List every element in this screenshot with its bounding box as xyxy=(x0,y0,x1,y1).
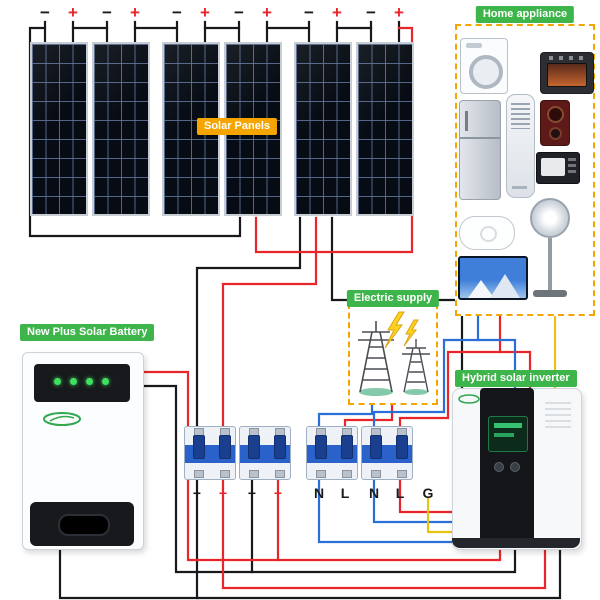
breaker-toggle xyxy=(315,435,327,459)
pv-terminal-positive: + xyxy=(262,3,272,22)
inverter-bottom-trim xyxy=(452,538,580,548)
pole-label-neutral: N xyxy=(313,485,325,501)
speaker-icon xyxy=(540,100,570,146)
wire-grid-neutral xyxy=(317,402,374,428)
wire-battery-positive xyxy=(140,370,502,562)
toaster-oven-icon xyxy=(540,52,594,94)
battery-led xyxy=(70,378,77,385)
microwave-oven-icon xyxy=(536,152,580,184)
fan-base xyxy=(533,290,567,297)
pole-label-positive: + xyxy=(218,485,228,501)
battery-label: New Plus Solar Battery xyxy=(20,324,155,341)
circuit-breaker-battery xyxy=(239,426,291,480)
wire-battery-negative xyxy=(140,384,517,574)
circuit-breaker-pv xyxy=(184,426,236,480)
battery-led xyxy=(102,378,109,385)
inverter-button xyxy=(494,462,504,472)
home-appliance-label: Home appliance xyxy=(475,6,575,23)
battery-indicator-panel xyxy=(34,364,130,402)
breaker-terminal xyxy=(342,470,352,478)
solar-panels-label: Solar Panels xyxy=(196,118,278,135)
breaker-terminal xyxy=(371,470,381,478)
wire-pv-positive-to-breaker xyxy=(221,216,318,428)
wire-breaker4-line-out xyxy=(398,478,455,514)
electric-supply-label: Electric supply xyxy=(346,290,440,307)
circuit-breaker-load xyxy=(361,426,413,480)
breaker-toggle xyxy=(396,435,408,459)
inverter-lcd-screen xyxy=(488,416,528,452)
pv-terminal-negative: − xyxy=(102,3,112,22)
pole-label-neutral: N xyxy=(368,485,380,501)
pv-terminal-positive: + xyxy=(200,3,210,22)
breaker-toggle xyxy=(274,435,286,459)
water-heater-icon xyxy=(459,216,515,250)
wire-breaker3-out xyxy=(317,478,455,544)
wire-pv-negative-to-breaker xyxy=(195,216,302,428)
wire-battery-base xyxy=(58,544,200,600)
breaker-toggle xyxy=(248,435,260,459)
wire-ground xyxy=(426,496,455,534)
pv-terminal-negative: − xyxy=(40,3,50,22)
battery-led xyxy=(86,378,93,385)
inverter-label: Hybrid solar inverter xyxy=(455,370,577,387)
pole-label-line: L xyxy=(395,485,405,501)
pv-terminal-positive: + xyxy=(130,3,140,22)
wire-breaker1-negative-out xyxy=(195,478,562,600)
solar-panel xyxy=(356,42,414,216)
battery-handle xyxy=(58,514,110,536)
fan-pole xyxy=(548,238,552,290)
lightning-bolt-icon xyxy=(403,319,419,347)
inverter-vents xyxy=(545,402,571,428)
battery-led xyxy=(54,378,61,385)
breaker-toggle xyxy=(341,435,353,459)
fan-head xyxy=(530,198,570,238)
pole-label-positive: + xyxy=(273,485,283,501)
wire-load-line xyxy=(398,350,532,428)
pv-terminal-positive: + xyxy=(332,3,342,22)
breaker-terminal xyxy=(397,470,407,478)
wire-pv-negative xyxy=(28,26,242,238)
refrigerator-icon xyxy=(459,100,501,200)
wire-breaker4-neutral-out xyxy=(372,478,455,524)
pole-label-line: L xyxy=(340,485,350,501)
breaker-terminal xyxy=(220,470,230,478)
battery-led-indicators xyxy=(54,378,109,385)
inverter-front-panel xyxy=(480,388,534,548)
pv-terminal-positive: + xyxy=(394,3,404,22)
pv-terminal-negative: − xyxy=(172,3,182,22)
solar-panel xyxy=(30,42,88,216)
wire-load-neutral xyxy=(372,338,517,428)
breaker-toggle xyxy=(219,435,231,459)
floor-air-conditioner-icon xyxy=(506,94,535,198)
wire-pv-positive xyxy=(254,26,414,254)
breaker-terminal xyxy=(316,470,326,478)
breaker-terminal xyxy=(249,470,259,478)
inverter-brand-logo xyxy=(458,394,480,404)
panel-lead-wires xyxy=(43,20,401,46)
lightning-bolt-icon xyxy=(384,311,405,349)
pedestal-fan-icon xyxy=(526,198,574,306)
television-icon xyxy=(458,256,528,300)
pole-label-negative: − xyxy=(247,485,257,501)
pv-terminal-negative: − xyxy=(234,3,244,22)
pole-label-negative: − xyxy=(192,485,202,501)
circuit-breaker-grid xyxy=(306,426,358,480)
pv-terminal-negative: − xyxy=(366,3,376,22)
pv-terminal-negative: − xyxy=(304,3,314,22)
breaker-terminal xyxy=(275,470,285,478)
solar-panel xyxy=(294,42,352,216)
washing-machine-icon xyxy=(460,38,508,94)
battery-brand-logo xyxy=(43,412,81,426)
transmission-towers-icon xyxy=(358,311,430,396)
wire-breaker1-positive-out xyxy=(221,478,547,590)
pole-label-ground: G xyxy=(422,485,434,501)
breaker-toggle xyxy=(193,435,205,459)
solar-panel xyxy=(92,42,150,216)
breaker-terminal xyxy=(194,470,204,478)
breaker-toggle xyxy=(370,435,382,459)
pv-terminal-positive: + xyxy=(68,3,78,22)
inverter-button xyxy=(510,462,520,472)
